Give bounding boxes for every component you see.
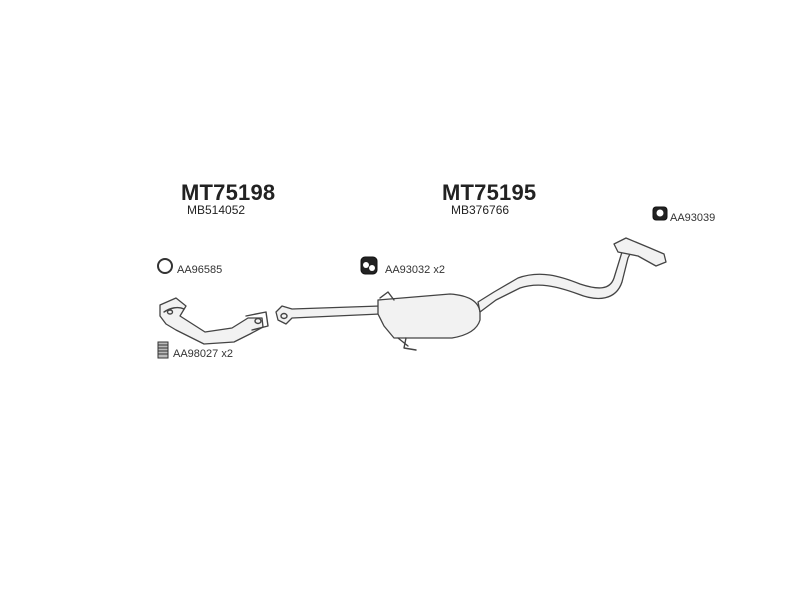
group-part-number: MT75198 (181, 180, 276, 205)
rear-silencer-assembly (275, 237, 667, 351)
rubber-hanger-rear-icon (652, 206, 668, 221)
spring-bolt-label: AA98027 x2 (173, 348, 233, 360)
rubber-hanger-rear-label: AA93039 (670, 212, 716, 224)
gasket-ring-icon (157, 258, 173, 274)
spring-bolt-icon (157, 341, 169, 359)
rubber-hanger-pair-label: AA93032 x2 (385, 264, 445, 276)
group-oem-number: MB376766 (451, 203, 510, 217)
group-part-number: MT75195 (442, 180, 537, 205)
rubber-hanger-pair-icon (360, 256, 378, 275)
gasket-ring-label: AA96585 (177, 264, 223, 276)
front-pipe (159, 297, 269, 345)
group-oem-number: MB514052 (187, 203, 246, 217)
